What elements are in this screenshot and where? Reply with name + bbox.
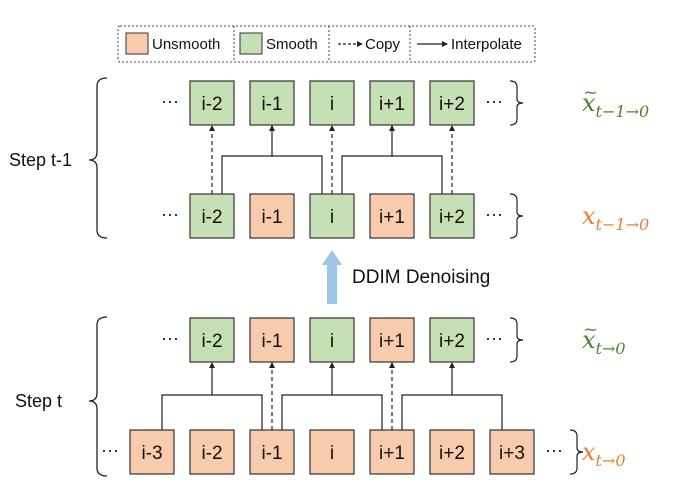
frame-box-smooth xyxy=(309,193,355,239)
math-subscript: t−1→0 xyxy=(596,215,650,234)
math-base: x xyxy=(582,202,596,230)
ellipsis-left: ··· xyxy=(161,328,179,348)
legend-smooth-swatch xyxy=(239,32,263,55)
math-tilde: ~ xyxy=(583,82,598,103)
interpolate-bracket xyxy=(221,155,323,194)
frame-box-label: i-1 xyxy=(261,94,282,115)
ddim-up-arrow-icon xyxy=(322,250,342,304)
frame-box-label: i+3 xyxy=(499,443,525,464)
frame-box-unsmooth xyxy=(489,429,535,475)
row-math-label: xt→0 xyxy=(582,326,626,358)
frame-box-label: i+2 xyxy=(439,94,465,115)
math-base: x xyxy=(582,89,596,117)
interpolate-bracket xyxy=(401,394,503,430)
legend: Unsmooth Smooth Copy Interpolate xyxy=(117,25,536,63)
ellipsis-right: ··· xyxy=(545,440,563,460)
row-math-label: xt−1→0 xyxy=(582,202,649,234)
ellipsis-right: ··· xyxy=(485,91,503,111)
math-subscript: t−1→0 xyxy=(596,102,650,121)
frame-box-label: i-2 xyxy=(201,94,222,115)
frame-box-label: i+1 xyxy=(379,331,405,352)
frame-box-label: i-2 xyxy=(201,331,222,352)
ellipsis-left: ··· xyxy=(161,91,179,111)
interpolate-bracket xyxy=(161,394,263,430)
frame-box-unsmooth xyxy=(249,193,295,239)
frame-box-label: i xyxy=(330,94,334,115)
legend-unsmooth-label: Unsmooth xyxy=(152,36,220,53)
frame-box-smooth xyxy=(429,317,475,363)
frame-box-smooth xyxy=(429,80,475,126)
interpolate-bracket xyxy=(341,155,443,194)
frame-box-smooth xyxy=(309,80,355,126)
step-t-minus-1-label: Step t-1 xyxy=(9,150,72,170)
frame-box-unsmooth xyxy=(249,317,295,363)
legend-border xyxy=(117,25,536,63)
row-brace xyxy=(509,193,524,239)
frame-box-label: i xyxy=(330,331,334,352)
frame-box-label: i+2 xyxy=(439,207,465,228)
frame-box-label: i+1 xyxy=(379,443,405,464)
row-brace xyxy=(509,80,524,126)
frame-box-label: i+2 xyxy=(439,443,465,464)
frame-box-unsmooth xyxy=(189,429,235,475)
row-math-label: xt→0 xyxy=(582,438,626,470)
ellipsis-left: ··· xyxy=(161,204,179,224)
interpolate-bracket xyxy=(281,394,383,430)
row-brace xyxy=(569,429,584,475)
row-math-label: xt−1→0 xyxy=(582,89,649,121)
frame-box-label: i xyxy=(330,207,334,228)
ddim-label: DDIM Denoising xyxy=(352,267,490,288)
frame-box-unsmooth xyxy=(429,429,475,475)
frame-box-unsmooth xyxy=(369,429,415,475)
step-t-minus-1-brace xyxy=(88,77,108,239)
math-subscript: t→0 xyxy=(596,451,626,470)
step-t-minus-1-group: Step t-1 xyxy=(9,77,108,239)
frame-box-smooth xyxy=(249,80,295,126)
row-brace xyxy=(509,317,524,363)
ellipsis-left: ··· xyxy=(101,440,119,460)
step-t-brace xyxy=(88,316,108,477)
frame-box-label: i-2 xyxy=(201,207,222,228)
frame-box-label: i-1 xyxy=(261,207,282,228)
frame-box-unsmooth xyxy=(309,429,355,475)
math-base: x xyxy=(582,438,596,466)
frame-box-smooth xyxy=(189,317,235,363)
ellipsis-right: ··· xyxy=(485,328,503,348)
frame-box-unsmooth xyxy=(249,429,295,475)
frame-box-smooth xyxy=(309,317,355,363)
math-tilde: ~ xyxy=(583,319,598,340)
legend-unsmooth-swatch xyxy=(125,32,149,55)
math-subscript: t→0 xyxy=(596,339,626,358)
legend-interpolate-label: Interpolate xyxy=(451,36,522,53)
frame-box-label: i+2 xyxy=(439,331,465,352)
frame-box-unsmooth xyxy=(369,193,415,239)
frame-box-label: i+1 xyxy=(379,207,405,228)
frame-box-unsmooth xyxy=(369,317,415,363)
frame-box-label: i-1 xyxy=(261,443,282,464)
frame-box-label: i-1 xyxy=(261,331,282,352)
ellipsis-right: ··· xyxy=(485,204,503,224)
frame-box-label: i+1 xyxy=(379,94,405,115)
ddim-denoising: DDIM Denoising xyxy=(322,250,490,304)
legend-smooth-label: Smooth xyxy=(266,36,318,53)
frame-box-label: i xyxy=(330,443,334,464)
frame-box-label: i-3 xyxy=(141,443,162,464)
frame-box-label: i-2 xyxy=(201,443,222,464)
step-t-group: Step t xyxy=(15,316,108,477)
math-base: x xyxy=(582,326,596,354)
legend-copy-label: Copy xyxy=(365,36,401,53)
step-t-label: Step t xyxy=(15,391,62,411)
frame-box-unsmooth xyxy=(129,429,175,475)
